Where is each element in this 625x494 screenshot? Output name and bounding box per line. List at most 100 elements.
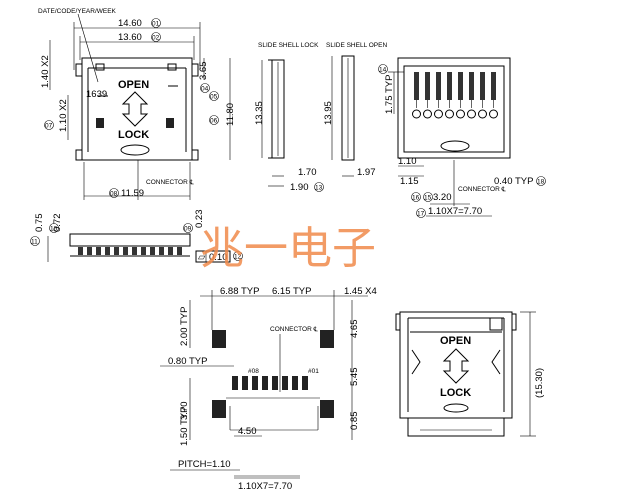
pitch-label: PITCH=1.10 xyxy=(178,459,231,470)
contact-ring xyxy=(445,109,454,119)
contact-ring xyxy=(412,109,421,119)
profile-pin xyxy=(141,247,146,255)
watermark-text: 兆一电子 xyxy=(200,223,376,274)
dim-1-97: 1.97 xyxy=(357,167,376,178)
lock-label-2: LOCK xyxy=(440,387,471,399)
svg-text:10: 10 xyxy=(50,226,58,233)
contact-strip xyxy=(491,72,496,100)
connector-center-label: CONNECTOR ℄ xyxy=(146,179,195,186)
svg-text:05: 05 xyxy=(210,94,218,101)
socket-body xyxy=(81,57,193,161)
svg-text:08: 08 xyxy=(110,191,118,198)
svg-text:17: 17 xyxy=(417,211,425,218)
dim-3-70: 3.70 xyxy=(179,402,190,421)
contact-ring xyxy=(434,109,443,119)
contact-strip xyxy=(436,72,441,100)
dim-1-40-x2: 1.40 X2 xyxy=(40,55,51,88)
svg-text:02: 02 xyxy=(152,35,160,42)
svg-text:01: 01 xyxy=(152,21,160,28)
open-socket-body xyxy=(399,311,513,419)
dim-0-40-typ: 0.40 TYP xyxy=(494,176,533,187)
contact-ring xyxy=(478,109,487,119)
signal-pad xyxy=(302,376,308,390)
signal-pad xyxy=(242,376,248,390)
dim-14-60: 14.60 xyxy=(118,18,142,29)
profile-pin xyxy=(123,247,128,255)
profile-body xyxy=(69,233,191,247)
dim-1-70: 1.70 xyxy=(298,167,317,178)
svg-text:14: 14 xyxy=(379,67,387,74)
signal-pad xyxy=(252,376,258,390)
profile-pin xyxy=(132,247,137,255)
signal-pad xyxy=(262,376,268,390)
profile-pin xyxy=(177,247,182,255)
profile-pin xyxy=(168,247,173,255)
dim-1-75-typ: 1.75 TYP xyxy=(384,75,395,114)
side-open-profile xyxy=(341,55,355,161)
contact-strip xyxy=(469,72,474,100)
connector-center-label-3: CONNECTOR ℄ xyxy=(270,326,319,333)
flatness-value: 0.10 xyxy=(209,252,228,263)
svg-text:12: 12 xyxy=(234,254,242,261)
svg-text:04: 04 xyxy=(201,86,209,93)
dim-15-30: (15.30) xyxy=(534,368,545,398)
svg-text:15: 15 xyxy=(424,195,432,202)
dim-6-15-typ: 6.15 TYP xyxy=(272,286,311,297)
contact-strip xyxy=(414,72,419,100)
dim-1-10: 1.10 xyxy=(398,156,417,167)
pin-1-label: #01 xyxy=(308,368,319,375)
dim-total-7-70: 1.10X7=7.70 xyxy=(238,481,292,492)
svg-text:13: 13 xyxy=(315,185,323,192)
contact-ring xyxy=(467,109,476,119)
signal-pad xyxy=(292,376,298,390)
flatness-box xyxy=(195,250,231,263)
profile-pin xyxy=(114,247,119,255)
profile-pin xyxy=(159,247,164,255)
open-label-2: OPEN xyxy=(440,335,471,347)
contact-ring xyxy=(423,109,432,119)
dim-1-10-x2: 1.10 X2 xyxy=(58,99,69,132)
mount-pad-tr xyxy=(320,330,334,348)
dim-11-59: 11.59 xyxy=(121,188,144,199)
date-code-value: 1639 xyxy=(86,89,107,100)
top-right-view: 14 1.75 TYP 1.10 1.15 16 15 3.20 CONNECT… xyxy=(378,57,546,218)
dim-11-80: 11.80 xyxy=(225,103,236,126)
bottom-right-view: OPEN LOCK (15.30) xyxy=(395,311,545,437)
contact-strip xyxy=(480,72,485,100)
svg-text:07: 07 xyxy=(45,123,53,130)
contact-strip xyxy=(447,72,452,100)
profile-pin-row xyxy=(78,247,182,255)
mount-pad-br xyxy=(320,400,334,418)
dim-13-35: 13.35 xyxy=(254,101,265,125)
footprint-view: 6.88 TYP 6.15 TYP 1.45 X4 2.00 TYP 0.80 … xyxy=(160,286,377,492)
signal-pad xyxy=(282,376,288,390)
contact-side-body xyxy=(397,57,511,159)
svg-text:09: 09 xyxy=(184,226,192,233)
dim-5-45: 5.45 xyxy=(349,368,360,387)
dim-3-20: 3.20 xyxy=(433,192,452,203)
dim-4-65: 4.65 xyxy=(349,320,360,339)
dim-1-50-typ: 1.50 TYP xyxy=(179,407,190,446)
contact-ring xyxy=(489,109,498,119)
pin-8-label: #08 xyxy=(248,368,259,375)
dim-4-50: 4.50 xyxy=(238,426,257,437)
profile-pin xyxy=(96,247,101,255)
dim-0-75: 0.75 xyxy=(34,214,45,233)
open-label: OPEN xyxy=(118,79,149,91)
flatness-symbol: ▱ xyxy=(198,252,206,263)
dim-13-60: 13.60 xyxy=(118,32,142,43)
slide-arrow-icon xyxy=(121,91,149,127)
connector-center-label-2: CONNECTOR ℄ xyxy=(458,186,507,193)
caption-leader xyxy=(77,13,99,83)
profile-pin xyxy=(150,247,155,255)
signal-pad xyxy=(272,376,278,390)
side-views: SLIDE SHELL LOCK SLIDE SHELL OPEN 13.35 … xyxy=(254,42,387,193)
profile-pin xyxy=(105,247,110,255)
profile-pin xyxy=(78,247,83,255)
profile-view: 0.75 0.72 11 10 0.23 09 ▱ 0.10 12 xyxy=(30,210,243,263)
contact-ring xyxy=(456,109,465,119)
svg-text:06: 06 xyxy=(210,118,218,125)
contact-array xyxy=(414,72,496,108)
dim-6-88-typ: 6.88 TYP xyxy=(220,286,259,297)
